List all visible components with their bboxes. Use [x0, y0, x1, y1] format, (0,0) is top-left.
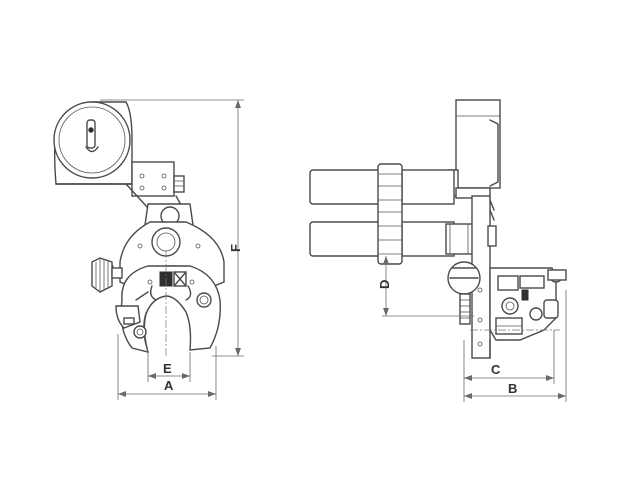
dimension-a-label: A: [164, 378, 174, 393]
dimension-f: F: [100, 99, 244, 357]
front-view: A E F: [53, 99, 244, 400]
dimension-f-label: F: [228, 244, 243, 252]
dimension-a: A: [117, 334, 217, 400]
dimension-c: C: [463, 330, 555, 402]
side-knob: [447, 261, 481, 325]
side-plate: [471, 195, 497, 359]
side-motor-housing: [447, 99, 501, 199]
dimension-b: B: [464, 290, 567, 402]
adjust-knob: [91, 257, 123, 293]
dimension-c-label: C: [491, 362, 501, 377]
side-cylinders: [309, 169, 475, 257]
side-view: D C B: [309, 99, 567, 402]
dimension-b-label: B: [508, 381, 517, 396]
dimension-e-label: E: [163, 361, 172, 376]
side-gear-assembly: [470, 267, 567, 359]
ratchet-ring: [120, 250, 221, 358]
pawl-lever: [115, 291, 149, 339]
side-collar: [377, 163, 403, 265]
drum-housing: [53, 101, 133, 185]
dimension-e: E: [147, 352, 191, 382]
dimension-d: D: [377, 256, 474, 317]
dimension-d-label: D: [377, 280, 392, 289]
gearbox-block: [125, 161, 187, 215]
